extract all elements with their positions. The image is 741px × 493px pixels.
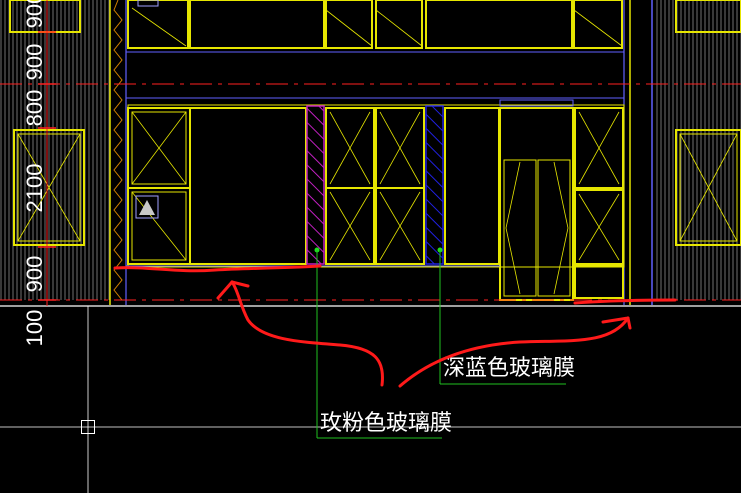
dim-label-900-mid: 900 <box>22 0 47 28</box>
left-wall-section <box>0 0 123 305</box>
crosshair-cursor-icon <box>81 420 95 434</box>
lower-storefront <box>126 99 625 301</box>
triangle-marker-icon <box>135 195 159 219</box>
dim-label-2100: 2100 <box>22 164 47 213</box>
dim-label-900-bottom: 900 <box>22 256 47 293</box>
dim-label-800: 800 <box>22 90 47 127</box>
dark-blue-film-label: 深蓝色玻璃膜 <box>443 356 575 381</box>
dimension-chain: 900 800 900 2100 900 100 <box>22 0 56 346</box>
red-markup-annotations <box>113 264 677 388</box>
dim-label-900-top: 900 <box>22 44 47 81</box>
upper-storefront <box>127 0 623 49</box>
rose-pink-film-label: 玫粉色玻璃膜 <box>320 411 452 436</box>
dim-label-100: 100 <box>22 310 47 347</box>
right-wall-section <box>629 0 741 305</box>
